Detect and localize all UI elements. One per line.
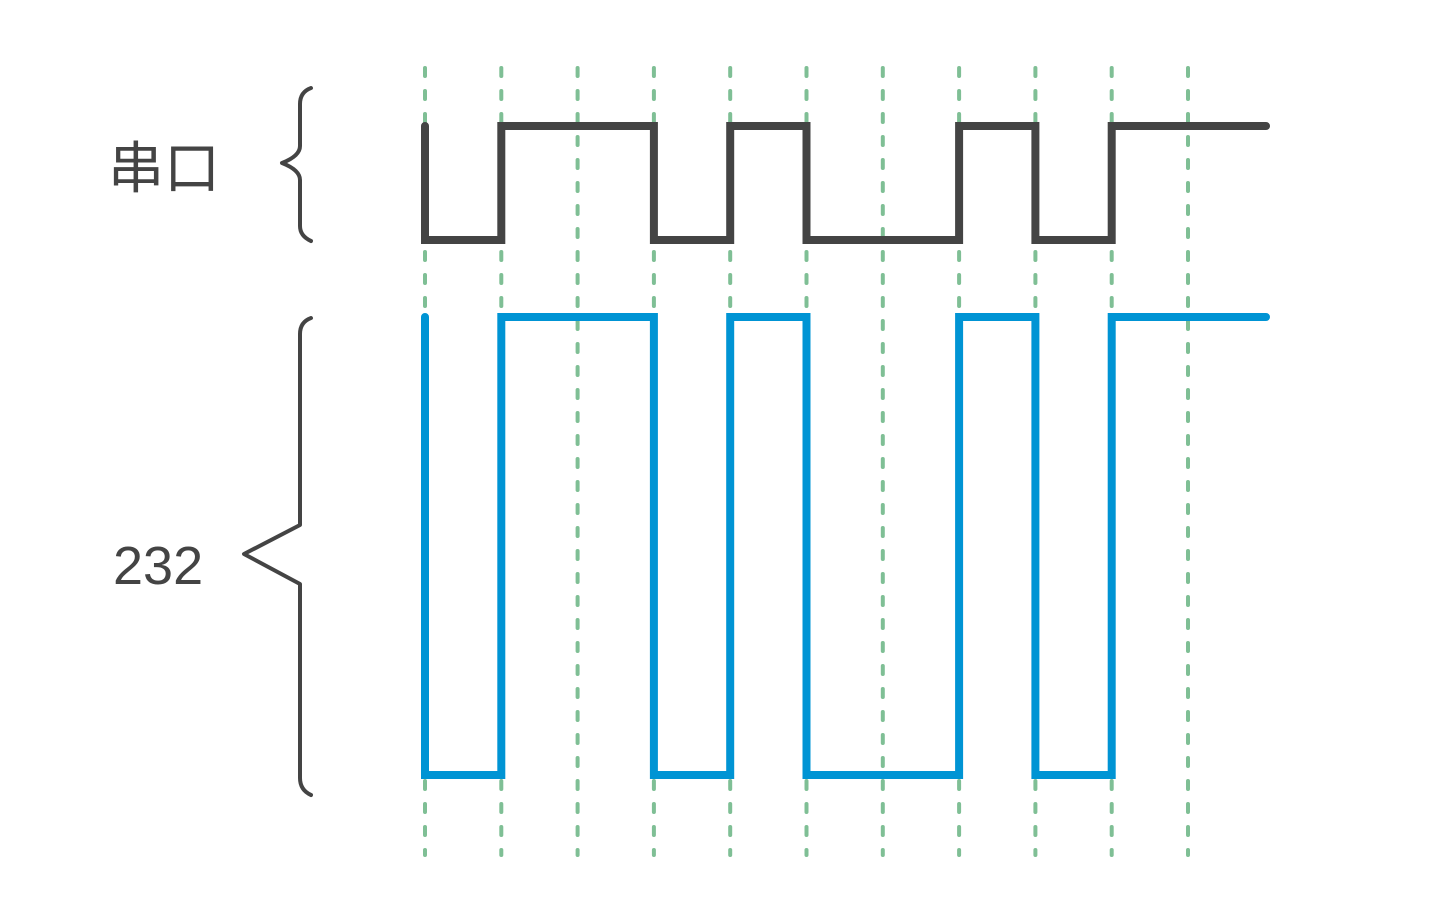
rs232-waveform bbox=[421, 313, 1270, 779]
uart-waveform bbox=[421, 122, 1270, 244]
rs232-brace bbox=[242, 316, 313, 797]
rs232-label: 232 bbox=[113, 536, 203, 596]
uart-label: 串口 bbox=[108, 137, 220, 202]
uart-brace bbox=[280, 86, 313, 243]
